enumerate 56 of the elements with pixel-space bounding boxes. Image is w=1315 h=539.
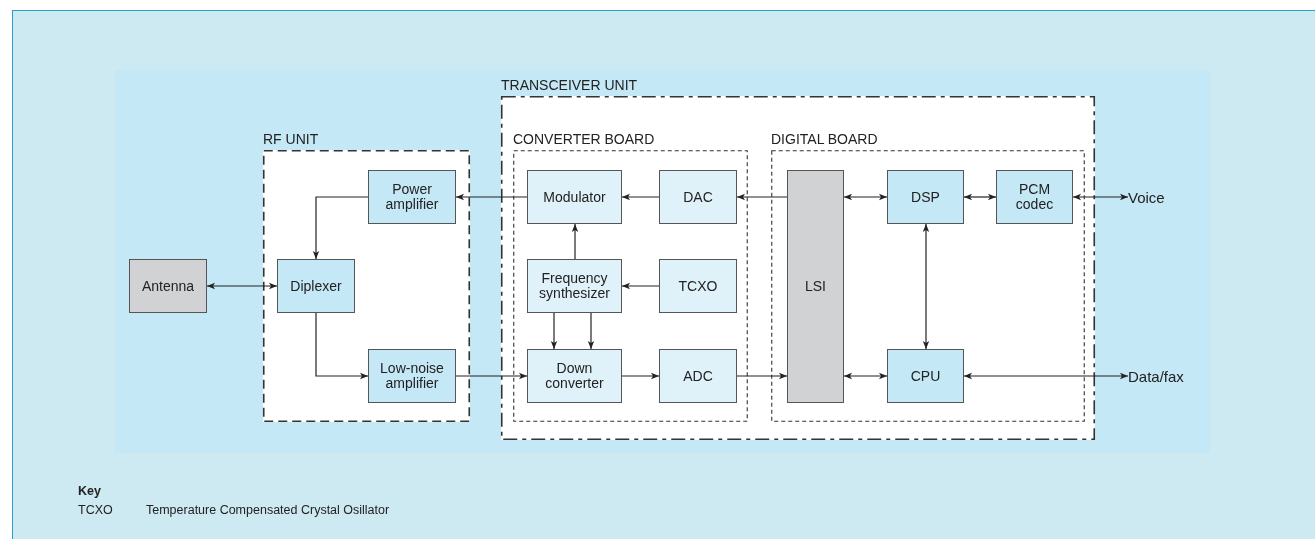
block-label: Power amplifier	[384, 182, 440, 212]
block-box	[996, 170, 1073, 224]
block-label: Diplexer	[290, 278, 342, 294]
key-heading: Key	[78, 484, 101, 498]
arrow	[550, 312, 558, 350]
block-box	[887, 170, 964, 224]
block-box	[659, 170, 737, 224]
arrow	[455, 193, 528, 201]
block-label: TCXO	[678, 278, 718, 294]
block-label: DAC	[683, 189, 713, 205]
key-term: TCXO	[78, 503, 113, 517]
block-label: Antenna	[141, 278, 195, 294]
block-box	[787, 170, 844, 403]
block-box	[887, 349, 964, 403]
arrow	[455, 372, 528, 380]
block-label: LSI	[805, 279, 826, 294]
block-label: DSP	[911, 189, 940, 205]
block-box	[527, 170, 622, 224]
signal-label: Data/fax	[1128, 368, 1184, 384]
arrow	[736, 193, 788, 201]
arrow	[312, 196, 369, 260]
arrow	[315, 312, 369, 380]
group-heading: TRANSCEIVER UNIT	[501, 77, 638, 93]
arrow	[621, 193, 660, 201]
group-heading: RF UNIT	[263, 131, 319, 147]
key-definition: Temperature Compensated Crystal Osillator	[146, 503, 390, 517]
arrow	[736, 372, 788, 380]
signal-label: Voice	[1128, 189, 1165, 205]
block-box	[527, 259, 622, 313]
group-heading: DIGITAL BOARD	[771, 131, 878, 147]
arrow	[1072, 193, 1129, 201]
block-label: ADC	[683, 368, 713, 384]
arrow	[571, 223, 579, 260]
group-heading: CONVERTER BOARD	[513, 131, 655, 147]
block-box	[129, 259, 207, 313]
block-box	[277, 259, 355, 313]
block-box	[659, 259, 737, 313]
block-label: Low-noise amplifier	[379, 361, 445, 391]
arrow	[587, 312, 595, 350]
block-label: Frequency synthesizer	[538, 271, 611, 301]
arrow	[621, 282, 660, 290]
arrow	[963, 372, 1129, 380]
arrow	[922, 223, 930, 350]
block-box	[368, 349, 456, 403]
arrow	[963, 193, 997, 201]
arrow	[843, 193, 888, 201]
arrow	[206, 282, 278, 290]
block-box	[527, 349, 622, 403]
block-label: Modulator	[543, 189, 606, 205]
block-box	[659, 349, 737, 403]
arrow	[843, 372, 888, 380]
block-box	[368, 170, 456, 224]
block-label: CPU	[910, 368, 941, 384]
block-label: PCM codec	[1014, 182, 1055, 212]
block-label: Down converter	[544, 361, 605, 391]
arrow	[621, 372, 660, 380]
